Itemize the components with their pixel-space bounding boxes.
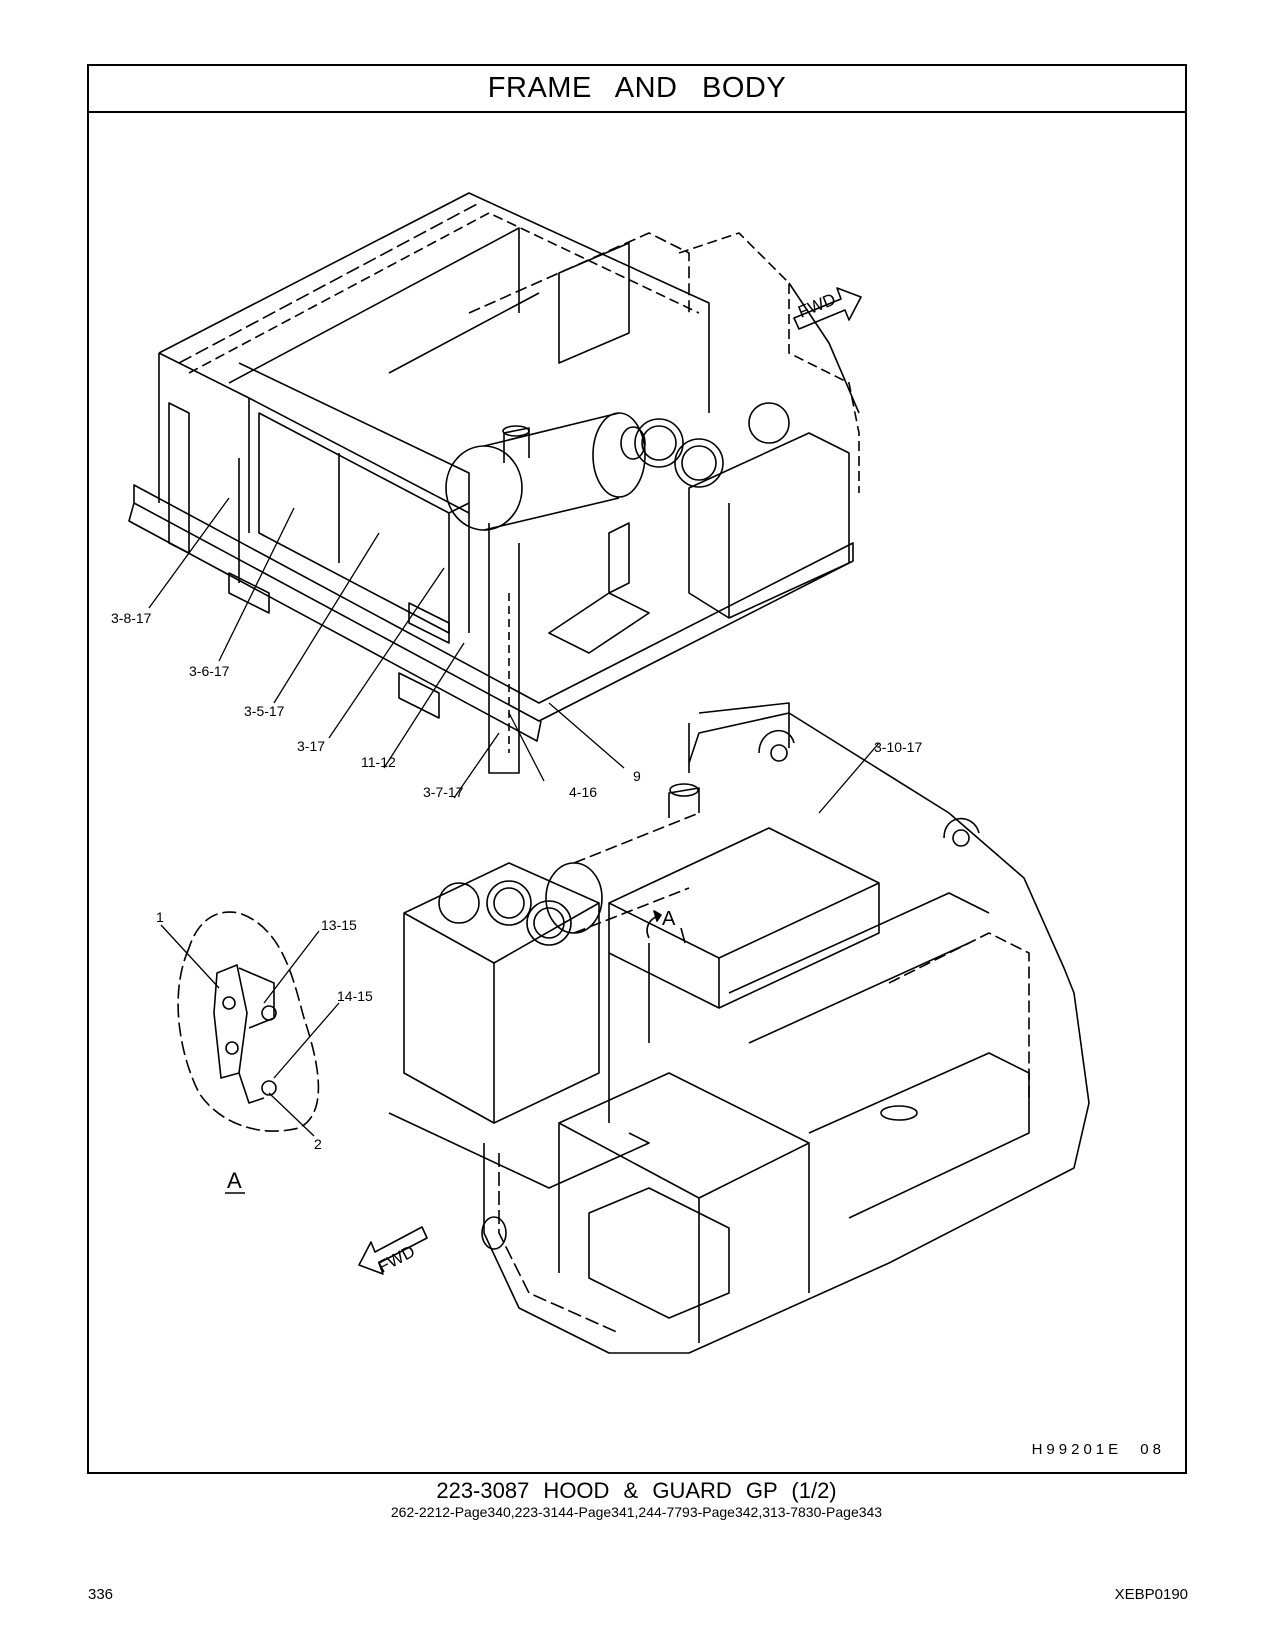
fwd-label-bottom: FWD bbox=[375, 1242, 418, 1277]
caption-references: 262-2212-Page340,223-3144-Page341,244-77… bbox=[390, 1504, 883, 1520]
callout-13-15: 13-15 bbox=[321, 917, 357, 933]
detail-a-marker-label: A bbox=[662, 908, 676, 930]
page-title: FRAME AND BODY bbox=[89, 66, 1185, 113]
callout-1: 1 bbox=[156, 909, 164, 925]
fwd-label-top: FWD bbox=[795, 290, 838, 322]
callout-3-7-17: 3-7-17 bbox=[423, 784, 464, 800]
callout-leaders-lower bbox=[160, 924, 340, 1137]
callout-4-16: 4-16 bbox=[569, 784, 597, 800]
detail-a-drawing bbox=[177, 911, 320, 1132]
fwd-arrow-top: FWD bbox=[793, 287, 862, 330]
document-code: XEBP0190 bbox=[1114, 1586, 1188, 1603]
illustration-frame: FRAME AND BODY bbox=[87, 64, 1187, 1474]
upper-assembly-drawing bbox=[128, 192, 860, 774]
callout-14-15: 14-15 bbox=[337, 988, 373, 1004]
illustration-code: H99201E 08 bbox=[1031, 1441, 1165, 1458]
callout-9: 9 bbox=[633, 768, 641, 784]
callout-11-12: 11-12 bbox=[361, 754, 396, 770]
detail-a-label: A bbox=[227, 1168, 242, 1193]
lower-assembly-drawing bbox=[388, 702, 1090, 1354]
page-number: 336 bbox=[88, 1586, 114, 1603]
callout-3-10-17: 3-10-17 bbox=[874, 739, 922, 755]
caption-title: 223-3087 HOOD & GUARD GP (1/2) bbox=[436, 1478, 837, 1503]
callout-leaders-upper bbox=[148, 497, 880, 814]
parts-illustration: FWD FWD A 3-8-17 3-6-17 3-5-17 3-17 11-1… bbox=[111, 192, 1090, 1354]
callout-3-17: 3-17 bbox=[297, 738, 325, 754]
callout-3-5-17: 3-5-17 bbox=[244, 703, 285, 719]
callout-3-6-17: 3-6-17 bbox=[189, 663, 230, 679]
callout-3-8-17: 3-8-17 bbox=[111, 610, 152, 626]
detail-a-marker: A bbox=[646, 908, 686, 944]
callout-2: 2 bbox=[314, 1136, 322, 1152]
fwd-arrow-bottom: FWD bbox=[358, 1226, 428, 1277]
